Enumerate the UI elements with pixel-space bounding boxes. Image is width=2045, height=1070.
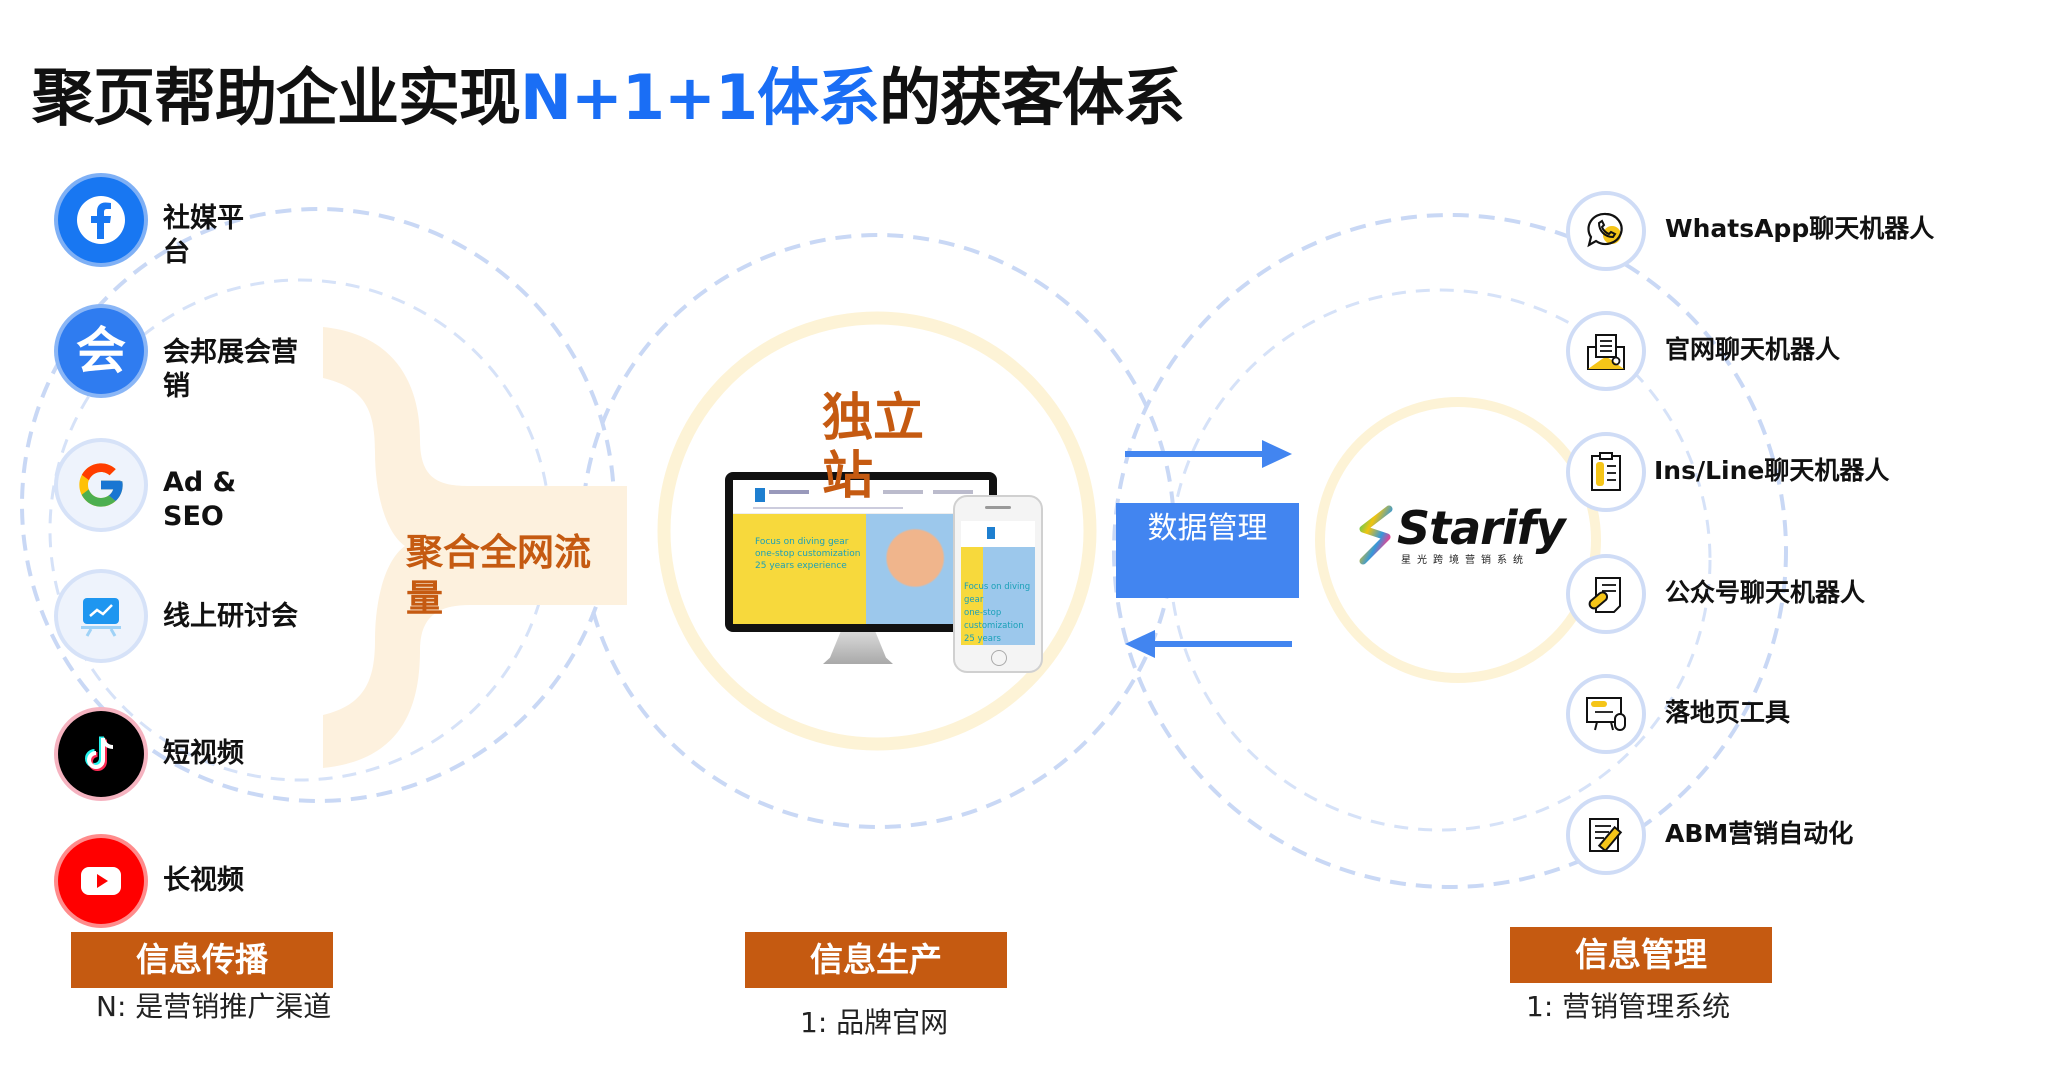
mock-mobile-line: customization [964, 621, 1024, 631]
huibang-icon: 会 [58, 308, 144, 394]
starify-subtitle: 星光跨境营销系统 [1401, 555, 1529, 566]
starify-ring [1315, 397, 1601, 683]
phone-home-button [991, 650, 1007, 666]
mock-hero-line: 25 years experience [755, 561, 847, 571]
arrow-left-icon [1125, 630, 1292, 658]
tool-label-official-account: 公众号聊天机器人 [1665, 578, 1866, 607]
desktop-mockup: Focus on diving gear one-stop customizat… [725, 472, 997, 632]
google-icon [58, 442, 144, 528]
category-distribution-sub: N: 是营销推广渠道 [96, 990, 332, 1023]
tool-label-landing: 落地页工具 [1665, 698, 1791, 727]
mock-mobile-line: gear [964, 595, 984, 605]
document-clip-icon [1566, 554, 1646, 634]
mail-chat-icon [1566, 311, 1646, 391]
category-production-sub: 1: 品牌官网 [800, 1006, 949, 1039]
youtube-icon [58, 838, 144, 924]
mock-mobile-line: Focus on diving [964, 582, 1031, 592]
webinar-icon [58, 573, 144, 659]
category-management-sub: 1: 营销管理系统 [1526, 990, 1731, 1023]
tool-label-ins-line: Ins/Line聊天机器人 [1654, 456, 1890, 485]
document-pen-icon [1566, 795, 1646, 875]
source-label-social: 社媒平台 [163, 203, 244, 268]
dashed-circle-right [1112, 213, 1788, 889]
category-production: 信息生产 [745, 932, 1007, 988]
source-label-expo: 会邦展会营销 [163, 337, 298, 402]
monitor-landing-icon [1566, 674, 1646, 754]
title-prefix: 聚页帮助企业实现 [32, 61, 521, 134]
starify-logo: Starify 星光跨境营销系统 [1355, 501, 1566, 567]
tool-label-whatsapp: WhatsApp聊天机器人 [1665, 214, 1935, 243]
tool-label-abm: ABM营销自动化 [1665, 819, 1854, 848]
website-ring [657, 311, 1097, 751]
aggregate-bracket [323, 327, 627, 768]
mock-site-hero: Focus on diving gear one-stop customizat… [733, 514, 989, 624]
clipboard-checklist-icon [1566, 432, 1646, 512]
mock-site-nav [733, 480, 989, 514]
source-label-short-video: 短视频 [163, 738, 244, 769]
tool-label-site-chat: 官网聊天机器人 [1665, 335, 1841, 364]
source-label-ad-seo: Ad & SEO [163, 467, 237, 532]
facebook-icon [58, 177, 144, 263]
title-highlight: N+1+1体系 [520, 61, 880, 134]
category-management: 信息管理 [1510, 927, 1772, 983]
phone-mockup: Focus on diving gear one-stop customizat… [953, 495, 1043, 673]
tiktok-icon [58, 711, 144, 797]
title-suffix: 的获客体系 [879, 61, 1185, 134]
mock-mobile-line: 25 years [964, 634, 1001, 644]
source-label-long-video: 长视频 [163, 865, 244, 896]
source-label-webinar: 线上研讨会 [163, 601, 298, 632]
huibang-glyph: 会 [76, 322, 126, 380]
mock-mobile-line: one-stop [964, 608, 1002, 618]
whatsapp-chat-icon [1566, 191, 1646, 271]
starify-bolt-icon [1359, 505, 1393, 565]
arrow-right-icon [1125, 440, 1292, 468]
category-distribution: 信息传播 [71, 932, 333, 988]
data-management-box: 数据管理 [1116, 503, 1299, 598]
website-label: 独立站 [822, 389, 925, 506]
page-title: 聚页帮助企业实现N+1+1体系的获客体系 [32, 58, 1185, 138]
mock-hero-line: Focus on diving gear [755, 537, 849, 547]
mock-hero-line: one-stop customization [755, 549, 861, 559]
aggregate-traffic-label: 聚合全网流量 [406, 531, 591, 620]
starify-brand: Starify [1397, 501, 1566, 555]
